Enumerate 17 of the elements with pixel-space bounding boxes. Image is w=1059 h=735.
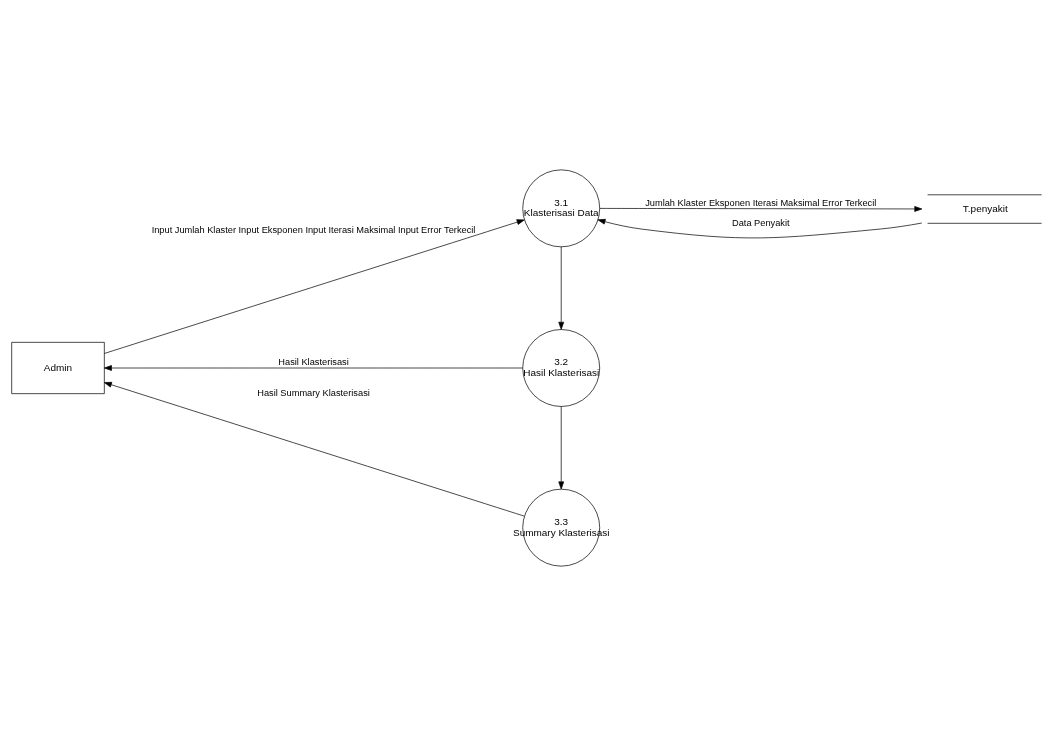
arrow (104, 364, 523, 371)
edge-label: Hasil Klasterisasi (278, 356, 349, 367)
arrow (597, 218, 923, 238)
arrow (104, 218, 525, 354)
node-label: Summary Klasterisasi (513, 526, 610, 538)
edge-label: Jumlah Klaster Eksponen Iterasi Maksimal Error Terkecil (645, 197, 877, 208)
node-circle: 3.1 Klasterisasi Data (522, 169, 601, 247)
arrow (558, 405, 565, 489)
edge-label: Data Penyakit (732, 217, 790, 228)
node-circle: 3.2 Hasil Klasterisasi (522, 328, 601, 407)
arrow (599, 205, 923, 212)
arrow (104, 381, 525, 516)
edge-label: Hasil Summary Klasterisasi (257, 387, 370, 398)
arrow (558, 246, 565, 330)
node-box: Admin (11, 341, 105, 394)
node-text: T.penyakit (962, 202, 1008, 214)
edge-label: Input Jumlah Klaster Input Eksponen Input Iterasi Maksimal Input Error Terkecil (151, 224, 476, 235)
